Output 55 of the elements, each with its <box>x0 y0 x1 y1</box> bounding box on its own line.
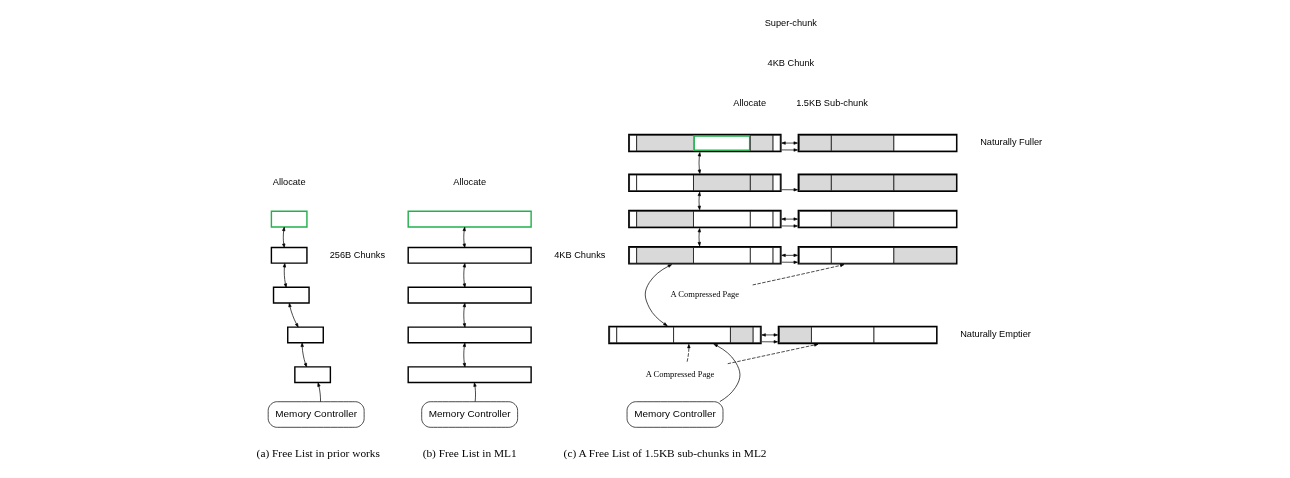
node-text: A Compressed Page <box>645 368 715 379</box>
arrow <box>644 264 672 327</box>
label: Allocate <box>453 177 487 188</box>
arrow <box>282 263 287 288</box>
node-box <box>270 246 308 264</box>
arrow <box>288 302 299 328</box>
arrow <box>686 344 691 363</box>
arrow <box>761 340 778 344</box>
node-box <box>287 326 324 344</box>
label: Super-chunk <box>764 18 817 29</box>
node-box <box>407 286 532 304</box>
node-box <box>407 210 532 228</box>
label: 4KB Chunk <box>767 57 815 68</box>
node-box <box>270 210 308 228</box>
label: (b) Free List in ML1 <box>422 447 517 460</box>
arrow <box>781 260 798 264</box>
arrow <box>462 263 466 288</box>
label: (c) A Free List of 1.5KB sub-chunks in ML2 <box>563 447 767 460</box>
arrow <box>697 191 701 210</box>
label: (a) Free List in prior works <box>256 447 380 460</box>
arrow <box>781 224 798 228</box>
arrow <box>781 253 798 257</box>
arrow <box>317 382 321 402</box>
node-box <box>407 366 532 384</box>
node-box <box>272 286 310 304</box>
node-text: A Compressed Page <box>670 289 740 300</box>
arrow <box>752 263 845 286</box>
arrow <box>781 148 798 152</box>
arrow <box>697 228 701 247</box>
label: Naturally Emptier <box>960 329 1031 340</box>
arrow <box>282 226 286 248</box>
label: Allocate <box>272 177 306 188</box>
arrow <box>781 141 798 145</box>
arrow <box>300 342 307 368</box>
arrow <box>473 382 477 402</box>
label: 4KB Chunks <box>554 249 606 260</box>
label: 1.5KB Sub-chunk <box>796 97 868 108</box>
node-box: Memory Controller <box>421 401 518 428</box>
node-box: Memory Controller <box>267 401 365 428</box>
arrow <box>713 343 741 402</box>
node-box <box>294 366 332 384</box>
node-box <box>407 326 532 344</box>
arrow <box>462 226 466 248</box>
arrow <box>761 333 778 337</box>
arrow <box>462 302 466 328</box>
arrow <box>697 152 701 174</box>
arrow <box>781 188 798 192</box>
label: 256B Chunks <box>329 249 386 260</box>
label: Allocate <box>733 97 767 108</box>
label: Naturally Fuller <box>980 137 1043 148</box>
arrow <box>462 342 466 368</box>
node-box <box>407 246 532 264</box>
arrow <box>727 343 819 365</box>
arrow <box>781 217 798 221</box>
node-box: Memory Controller <box>626 401 724 428</box>
